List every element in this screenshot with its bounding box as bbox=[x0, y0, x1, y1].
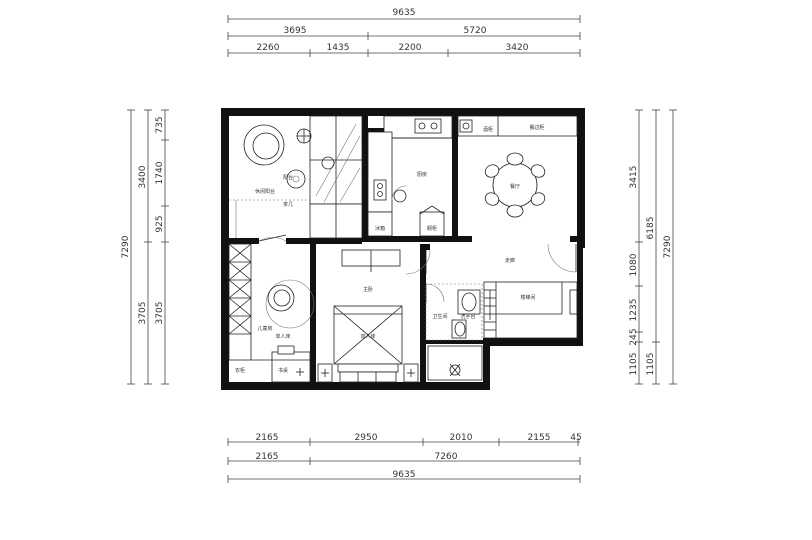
label-wine-cabinet: 酒柜 bbox=[483, 126, 493, 133]
dim-right-inner-b: 1080 bbox=[629, 253, 639, 276]
label-kitchen: 厨房 bbox=[417, 171, 427, 178]
label-desk: 书桌 bbox=[278, 367, 288, 374]
room-leisure-balcony: 休闲阳台 茶几 阳台 bbox=[229, 115, 363, 242]
label-wardrobe: 衣柜 bbox=[235, 367, 245, 374]
label-cabinet: 橱柜 bbox=[427, 225, 437, 232]
dim-bottom-2b: 7260 bbox=[435, 452, 458, 462]
dim-right-inner-a: 3415 bbox=[629, 166, 639, 189]
dim-top-3b: 1435 bbox=[327, 43, 350, 53]
label-double-bed: 双人床 bbox=[360, 333, 375, 340]
dim-bottom-1d: 2155 bbox=[528, 433, 551, 443]
dim-right-inner-d: 245 bbox=[629, 328, 639, 345]
dim-bottom-2a: 2165 bbox=[256, 452, 279, 462]
walls bbox=[221, 108, 585, 390]
dim-top-3d: 3420 bbox=[506, 43, 529, 53]
left-dimensions: 7290 3400 3705 735 1740 925 3705 bbox=[121, 109, 169, 385]
label-master: 主卧 bbox=[363, 286, 373, 293]
dim-left-mid-a: 3400 bbox=[138, 165, 148, 188]
label-leisure-balcony: 休闲阳台 bbox=[255, 188, 275, 195]
label-child-room: 儿童房 bbox=[257, 325, 272, 332]
bottom-dimensions: 2165 2950 2010 2155 45 2165 7260 9635 bbox=[227, 433, 582, 483]
label-dining: 餐厅 bbox=[510, 183, 520, 190]
label-single-bed: 单人床 bbox=[275, 333, 290, 340]
label-wash-basin: 洗手台 bbox=[460, 313, 475, 320]
dim-top-total: 9635 bbox=[393, 8, 416, 18]
dim-left-mid-b: 3705 bbox=[138, 302, 148, 325]
top-dimensions: 9635 3695 5720 2260 1435 2200 3420 bbox=[227, 8, 581, 57]
dim-top-2b: 5720 bbox=[464, 26, 487, 36]
dim-top-2a: 3695 bbox=[284, 26, 307, 36]
room-master-bedroom: 主卧 双人床 bbox=[317, 249, 419, 383]
room-hall-stairs: 走廊 楼梯间 bbox=[405, 243, 578, 339]
dim-right-mid-b: 1105 bbox=[646, 353, 656, 376]
dim-left-outer: 7290 bbox=[121, 235, 131, 258]
label-balcony-note: 阳台 bbox=[283, 174, 293, 181]
room-bathroom: 卫生间 洗手台 bbox=[425, 283, 483, 381]
right-dimensions: 3415 1080 1235 245 1105 6185 1105 7290 bbox=[629, 109, 677, 385]
dim-right-outer: 7290 bbox=[663, 235, 673, 258]
label-stairwell: 楼梯间 bbox=[520, 294, 535, 301]
dim-top-3c: 2200 bbox=[399, 43, 422, 53]
label-hall: 走廊 bbox=[505, 257, 515, 264]
dim-left-inner-a: 735 bbox=[155, 116, 165, 133]
dim-bottom-1b: 2950 bbox=[355, 433, 378, 443]
dim-top-3a: 2260 bbox=[257, 43, 280, 53]
label-fridge: 冰箱 bbox=[375, 225, 385, 232]
dim-left-inner-b: 1740 bbox=[155, 161, 165, 184]
dim-bottom-1e: 45 bbox=[570, 433, 581, 443]
dim-right-inner-e: 1105 bbox=[629, 353, 639, 376]
dim-left-inner-d: 3705 bbox=[155, 302, 165, 325]
label-sideboard: 餐边柜 bbox=[529, 124, 544, 131]
room-kitchen: 厨房 冰箱 橱柜 bbox=[367, 115, 453, 237]
label-tea-table: 茶几 bbox=[283, 201, 293, 208]
dim-bottom-total: 9635 bbox=[393, 470, 416, 480]
dim-bottom-1c: 2010 bbox=[450, 433, 473, 443]
dim-left-inner-c: 925 bbox=[155, 215, 165, 232]
room-child-bedroom: 儿童房 书桌 衣柜 单人床 bbox=[228, 243, 315, 383]
room-dining: 餐厅 酒柜 餐边柜 bbox=[457, 115, 578, 218]
label-bathroom: 卫生间 bbox=[432, 313, 447, 320]
dim-right-mid-a: 6185 bbox=[646, 217, 656, 240]
dim-bottom-1a: 2165 bbox=[256, 433, 279, 443]
dim-right-inner-c: 1235 bbox=[629, 299, 639, 322]
